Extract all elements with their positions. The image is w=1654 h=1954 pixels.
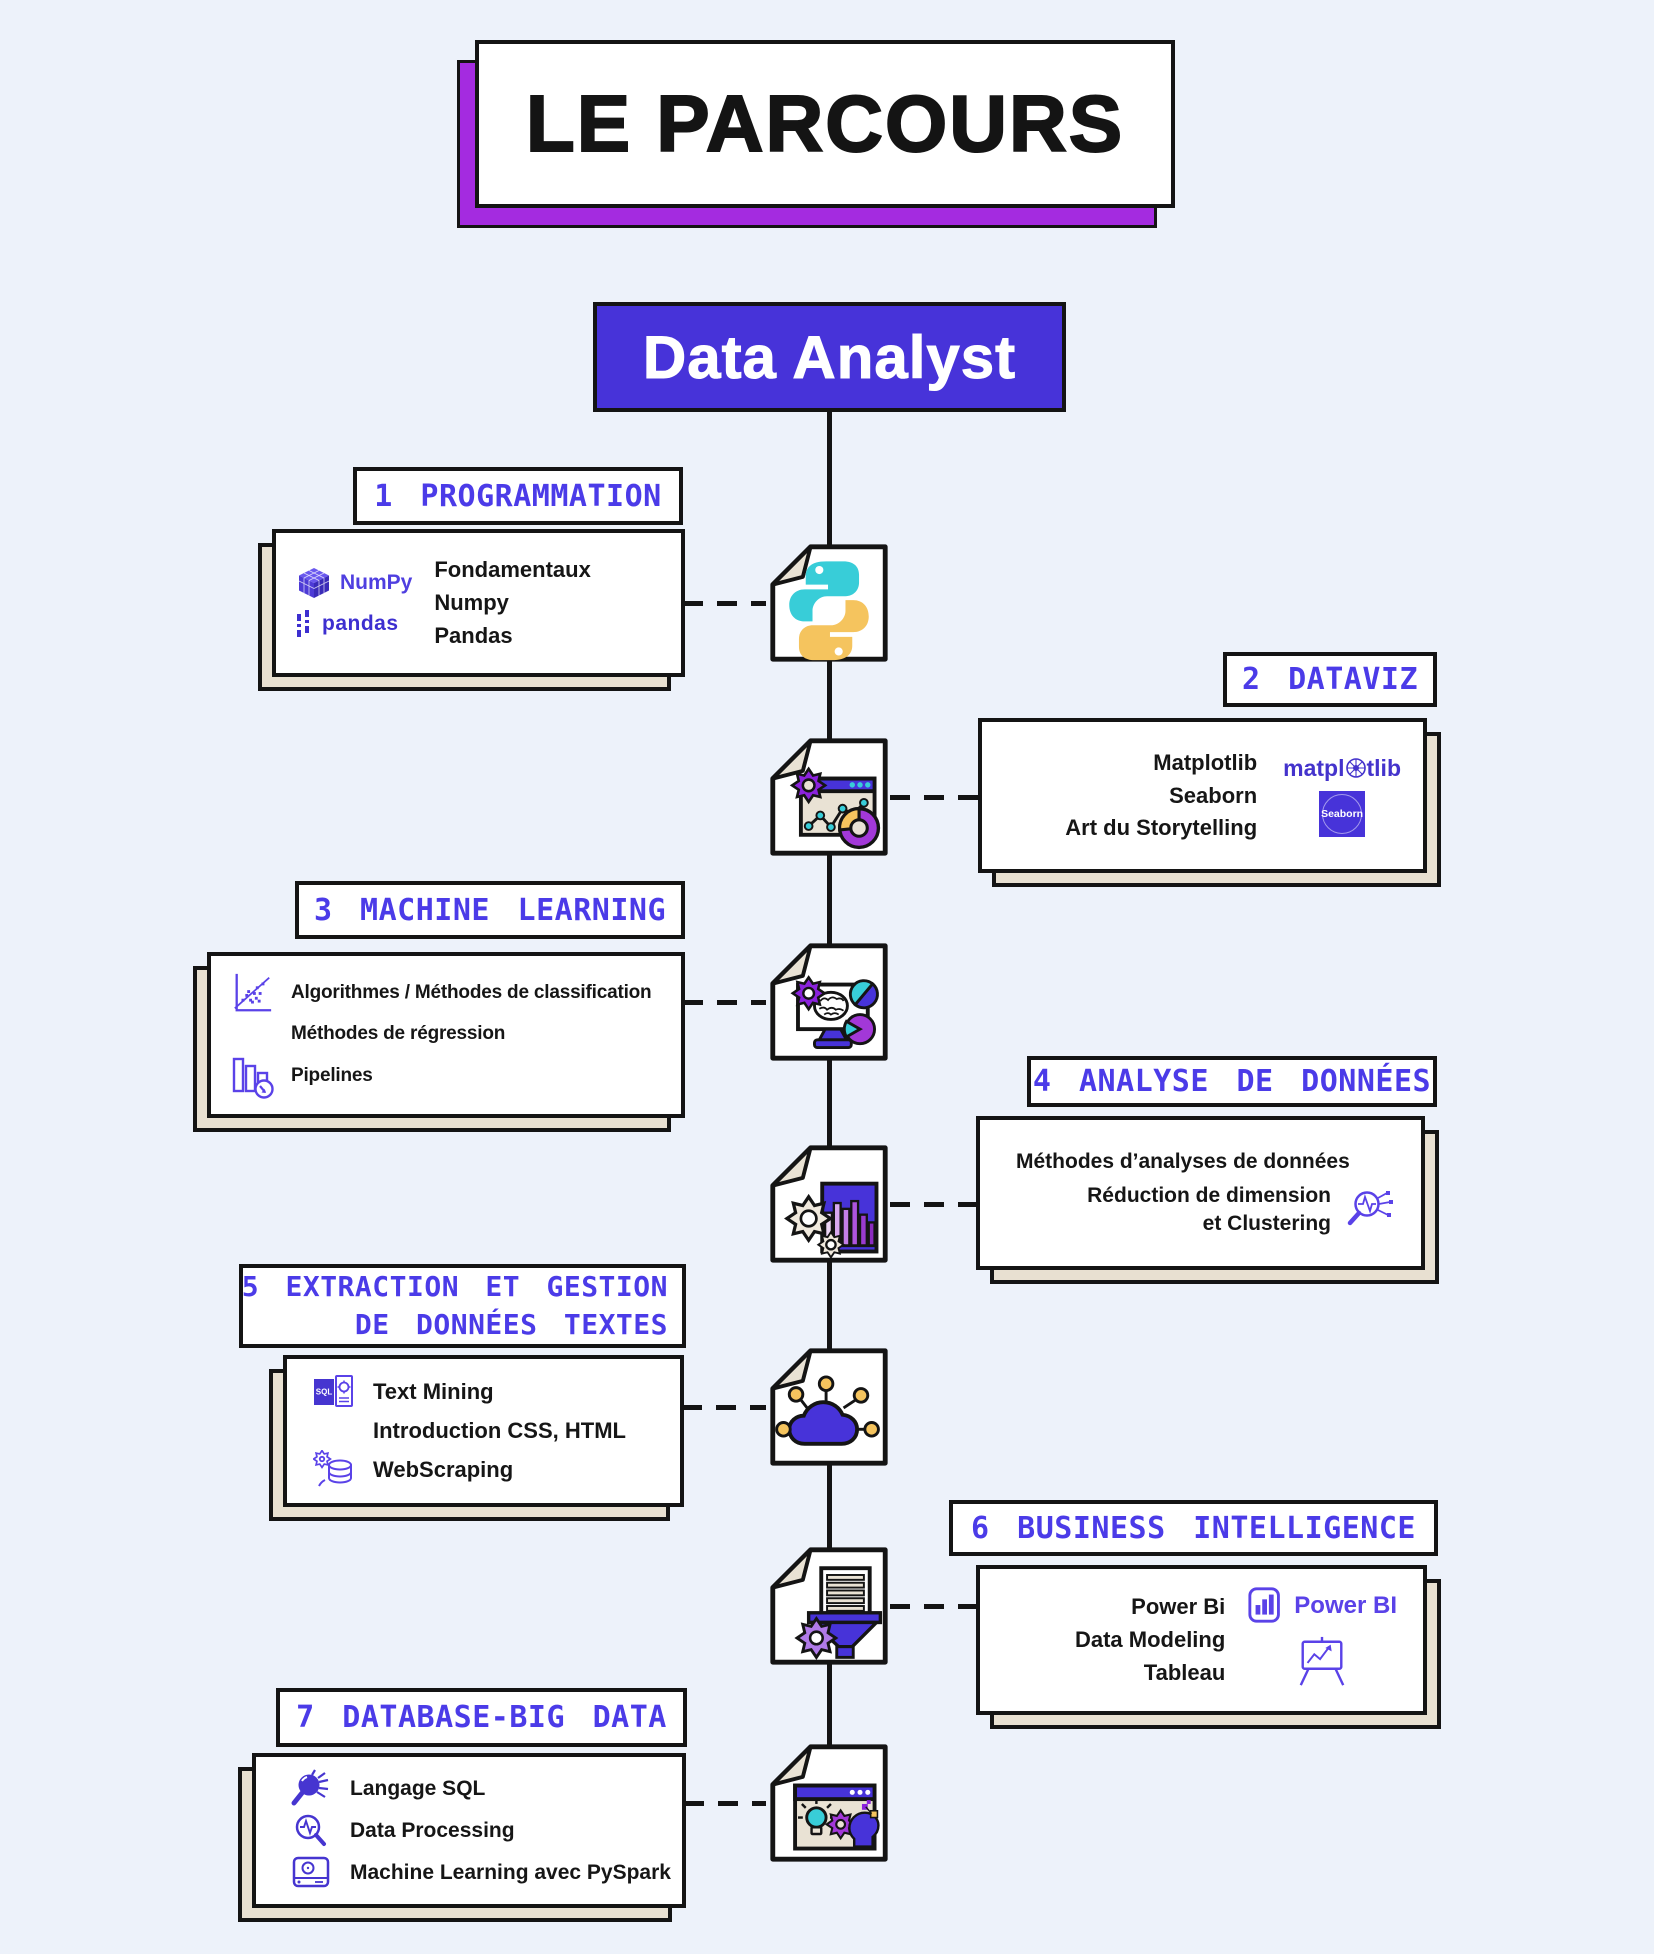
page-title: LE PARCOURS bbox=[475, 40, 1175, 208]
course-item: Introduction CSS, HTML bbox=[373, 1418, 626, 1443]
step-6-label: 6 BUSINESS INTELLIGENCE bbox=[971, 1510, 1416, 1546]
step-4-header: 4 ANALYSE DE DONNÉES bbox=[1027, 1056, 1437, 1107]
numpy-cube-icon bbox=[298, 568, 330, 598]
numpy-logo: NumPy bbox=[296, 567, 412, 599]
python-doc-icon bbox=[766, 540, 892, 666]
course-item: Data Modeling bbox=[1074, 1627, 1226, 1653]
step-1-label: 1 PROGRAMMATION bbox=[374, 478, 662, 514]
timeline-line bbox=[827, 410, 832, 1760]
step-6-header: 6 BUSINESS INTELLIGENCE bbox=[949, 1500, 1438, 1556]
course-item: Text Mining bbox=[373, 1379, 494, 1404]
pandas-logo-text: pandas bbox=[322, 612, 399, 635]
course-item: Pandas bbox=[434, 622, 513, 648]
step-5-header: 5 EXTRACTION ET GESTION DE DONNÉES TEXTE… bbox=[239, 1264, 686, 1348]
step-3-header: 3 MACHINE LEARNING bbox=[295, 881, 685, 939]
course-item: Matplotlib bbox=[1153, 749, 1258, 775]
seaborn-logo: Seaborn bbox=[1319, 790, 1366, 837]
powerbi-logo: Power BI bbox=[1247, 1586, 1397, 1626]
step-7-header: 7 DATABASE-BIG DATA bbox=[276, 1688, 687, 1747]
role-badge: Data Analyst bbox=[593, 302, 1066, 412]
matplotlib-logo: matpl tlib bbox=[1283, 755, 1401, 782]
step-5-label-line1: 5 EXTRACTION ET GESTION bbox=[241, 1270, 668, 1304]
step-4-card: Méthodes d’analyses de données Réduction… bbox=[976, 1116, 1425, 1270]
dashed-connector-6 bbox=[890, 1604, 978, 1609]
step-7-label: 7 DATABASE-BIG DATA bbox=[296, 1700, 667, 1735]
powerbi-logo-text: Power BI bbox=[1294, 1592, 1397, 1619]
web-scraping-icon bbox=[309, 1450, 359, 1490]
cluster-search-icon bbox=[1343, 1184, 1397, 1236]
page-title-text: LE PARCOURS bbox=[525, 78, 1125, 169]
course-item: Data Processing bbox=[350, 1818, 515, 1842]
course-item: Algorithmes / Méthodes de classification bbox=[291, 982, 652, 1003]
course-item: Pipelines bbox=[291, 1065, 373, 1086]
bar-chart-clock-icon bbox=[227, 1053, 277, 1099]
dataviz-doc-icon bbox=[766, 734, 892, 860]
dashed-connector-5 bbox=[682, 1405, 766, 1410]
matplotlib-polar-icon bbox=[1345, 758, 1366, 778]
course-item: Méthodes de régression bbox=[291, 1023, 506, 1044]
numpy-logo-text: NumPy bbox=[340, 571, 413, 594]
scatter-plot-icon bbox=[227, 971, 277, 1015]
course-item: WebScraping bbox=[373, 1457, 514, 1482]
course-item: Machine Learning avec PySpark bbox=[350, 1860, 671, 1884]
matplotlib-logo-text: tlib bbox=[1366, 754, 1402, 781]
spider-search-icon bbox=[286, 1768, 336, 1809]
hard-drive-icon bbox=[286, 1855, 336, 1891]
step-2-header: 2 DATAVIZ bbox=[1223, 652, 1437, 707]
dashed-connector-2 bbox=[890, 795, 978, 800]
step-3-card: Algorithmes / Méthodes de classification… bbox=[207, 952, 685, 1118]
step-4-label: 4 ANALYSE DE DONNÉES bbox=[1032, 1064, 1432, 1099]
course-item: Power Bi bbox=[1131, 1594, 1226, 1620]
step-3-label: 3 MACHINE LEARNING bbox=[313, 892, 667, 928]
course-item: Langage SQL bbox=[350, 1776, 486, 1800]
seaborn-logo-text: Seaborn bbox=[1321, 807, 1364, 820]
step-1-card: NumPy pandas Fondamentaux Numpy Pandas bbox=[272, 529, 685, 677]
step-2-label: 2 DATAVIZ bbox=[1241, 662, 1419, 697]
course-item: Fondamentaux bbox=[434, 557, 591, 583]
dashed-connector-1 bbox=[683, 601, 766, 606]
course-item: Méthodes d’analyses de données bbox=[1016, 1150, 1350, 1173]
bigdata-doc-icon bbox=[766, 1740, 892, 1866]
matplotlib-logo-text: matpl bbox=[1283, 754, 1345, 781]
seaborn-ring bbox=[1322, 793, 1363, 834]
course-item: Numpy bbox=[434, 590, 509, 616]
step-7-card: Langage SQL Data Processing bbox=[252, 1753, 686, 1908]
step-5-label-line2: DE DONNÉES TEXTES bbox=[354, 1308, 668, 1341]
wave-search-icon bbox=[286, 1811, 336, 1851]
dashed-connector-7 bbox=[684, 1801, 766, 1806]
svg-text:SQL: SQL bbox=[316, 1388, 333, 1397]
easel-chart-icon bbox=[1293, 1635, 1351, 1694]
step-2-card: Matplotlib Seaborn Art du Storytelling m… bbox=[978, 718, 1427, 873]
machine-learning-doc-icon bbox=[766, 939, 892, 1065]
pandas-bars-icon bbox=[297, 610, 309, 637]
dashed-connector-4 bbox=[890, 1202, 978, 1207]
powerbi-icon bbox=[1248, 1587, 1281, 1623]
course-item: Tableau bbox=[1143, 1659, 1226, 1685]
pandas-logo: pandas bbox=[296, 609, 399, 639]
course-item: Réduction de dimension bbox=[1087, 1184, 1331, 1207]
course-item: Art du Storytelling bbox=[1065, 815, 1258, 841]
data-analysis-doc-icon bbox=[766, 1141, 892, 1267]
step-1-header: 1 PROGRAMMATION bbox=[353, 467, 683, 525]
dashed-connector-3 bbox=[683, 1000, 766, 1005]
sql-file-icon: SQL bbox=[309, 1372, 359, 1412]
role-badge-text: Data Analyst bbox=[642, 323, 1017, 391]
course-item: et Clustering bbox=[1202, 1212, 1331, 1235]
funnel-doc-icon bbox=[766, 1543, 892, 1669]
step-6-card: Power Bi Data Modeling Tableau Power BI bbox=[976, 1565, 1427, 1715]
cloud-network-doc-icon bbox=[766, 1344, 892, 1470]
course-item: Seaborn bbox=[1169, 782, 1258, 808]
step-5-card: SQL Text Mining Introduction CSS, HTML W… bbox=[283, 1355, 684, 1507]
